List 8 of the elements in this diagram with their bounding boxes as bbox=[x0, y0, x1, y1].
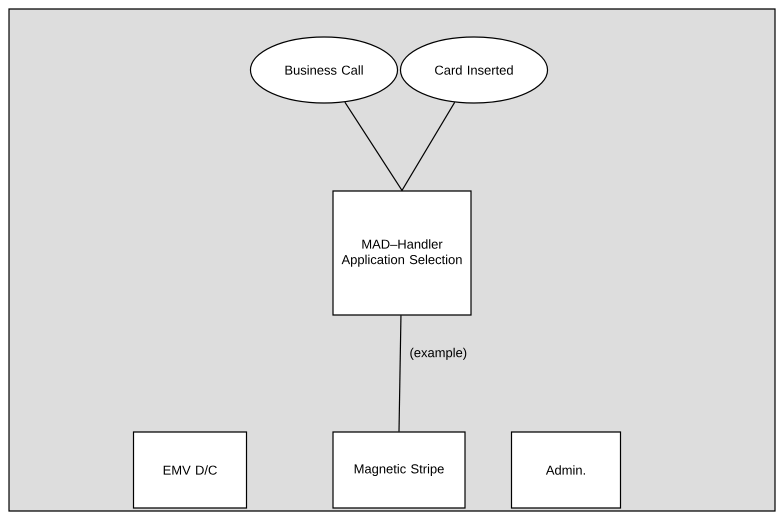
edge-label: (example) bbox=[408, 346, 468, 361]
process-box: MAD–Handler Application Selection bbox=[332, 190, 472, 316]
process-box: EMV D/C bbox=[132, 431, 248, 509]
process-box: Magnetic Stripe bbox=[332, 431, 466, 509]
connector-line bbox=[398, 316, 402, 432]
process-box: Admin. bbox=[510, 431, 622, 509]
connector-line bbox=[344, 102, 402, 191]
connector-line bbox=[402, 102, 456, 191]
